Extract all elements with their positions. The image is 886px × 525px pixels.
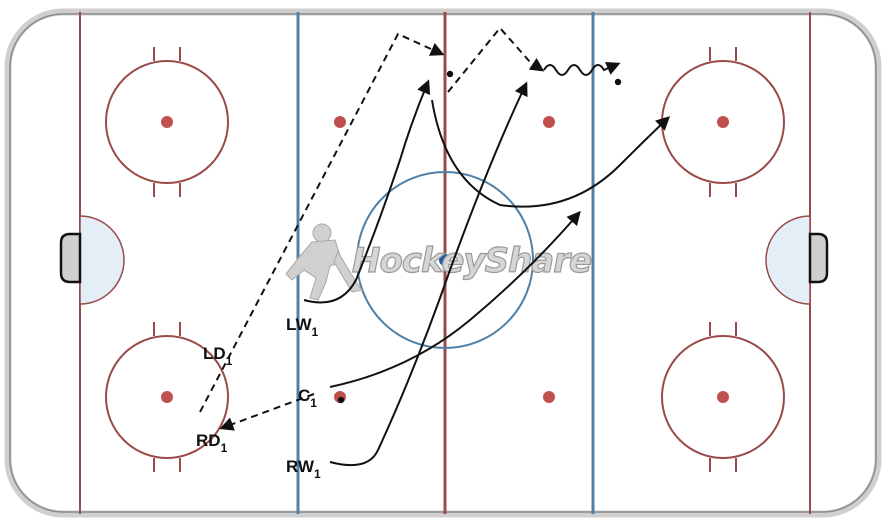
lw-skate-path [303,79,431,304]
left-goal-net [59,232,82,284]
faceoff-circle-bottom-right [661,322,785,472]
pucks [337,70,622,404]
long-pass-to-rw [447,26,545,93]
right-goal-net [808,232,829,284]
watermark-text: HockeyShare [352,241,591,281]
player-label-c: C1 [298,386,317,410]
faceoff-circle-bottom-left [105,322,229,472]
c-skate-path [329,210,581,388]
drill-paths [199,26,671,466]
player-label-lw: LW1 [286,315,319,339]
rw-carry-puck-path [543,61,621,76]
center-faceoff-dot [439,254,451,266]
rw-skate-path [329,81,528,466]
player-label-ld: LD1 [203,344,233,368]
right-goal-crease [765,215,811,305]
watermark: HockeyShare [285,223,593,301]
player-label-rw: RW1 [286,457,321,481]
c-to-rd-pass [219,393,315,431]
center-circle [356,171,534,349]
lw-curl-path [431,99,671,208]
faceoff-circle-top-left [105,47,229,197]
player-label-rd: RD1 [196,431,228,455]
rd-to-ld-up-pass [199,32,445,413]
left-goal-crease [79,215,125,305]
rink-boards-inner [9,13,877,513]
